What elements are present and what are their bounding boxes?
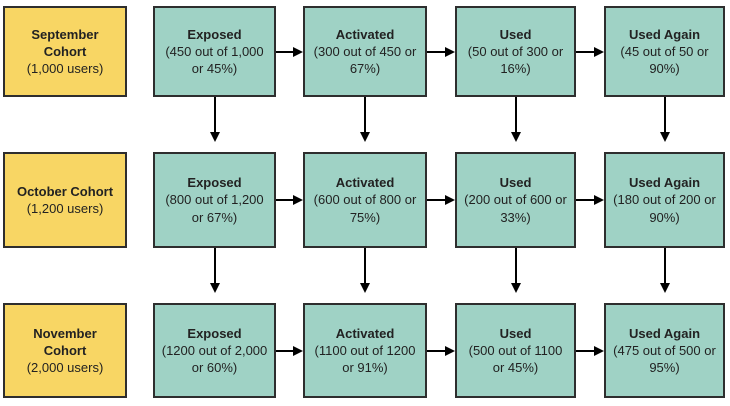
- stage-detail: (1200 out of 2,000 or 60%): [161, 342, 268, 376]
- cohort-title: November Cohort: [33, 325, 97, 358]
- stage-detail: (1100 out of 1200 or 91%): [314, 342, 416, 376]
- arrow-down-icon: [303, 97, 427, 152]
- stage-title: Activated: [335, 175, 395, 191]
- stage-box-activated: Activated (300 out of 450 or 67%): [303, 6, 427, 97]
- stage-box-exposed: Exposed (1200 out of 2,000 or 60%): [153, 303, 276, 398]
- stage-detail: (475 out of 500 or 95%): [613, 342, 716, 376]
- arrow-down-icon: [604, 97, 725, 152]
- cohort-funnel-diagram: September Cohort (1,000 users) Exposed (…: [3, 6, 725, 398]
- arrow-down-icon: [153, 248, 276, 303]
- arrow-right-icon: [576, 152, 604, 248]
- arrow-right-icon: [427, 6, 455, 97]
- cohort-subtitle: (1,200 users): [26, 201, 104, 216]
- stage-title: Used Again: [628, 325, 701, 341]
- stage-box-used: Used (500 out of 1100 or 45%): [455, 303, 576, 398]
- stage-box-used-again: Used Again (45 out of 50 or 90%): [604, 6, 725, 97]
- stage-box-activated: Activated (600 out of 800 or 75%): [303, 152, 427, 248]
- stage-title: Used: [499, 175, 532, 191]
- stage-title: Activated: [335, 325, 395, 341]
- arrow-right-icon: [276, 303, 303, 398]
- arrow-right-icon: [276, 152, 303, 248]
- stage-detail: (600 out of 800 or 75%): [313, 192, 417, 225]
- cohort-subtitle: (2,000 users): [26, 360, 104, 376]
- stage-title: Activated: [335, 26, 395, 42]
- stage-detail: (800 out of 1,200 or 67%): [165, 192, 264, 225]
- cohort-box-november: November Cohort (2,000 users): [3, 303, 127, 398]
- arrow-down-icon: [303, 248, 427, 303]
- arrow-right-icon: [576, 6, 604, 97]
- stage-box-exposed: Exposed (800 out of 1,200 or 67%): [153, 152, 276, 248]
- stage-detail: (300 out of 450 or 67%): [313, 43, 417, 77]
- cohort-box-october: October Cohort (1,200 users): [3, 152, 127, 248]
- cohort-title: October Cohort: [16, 183, 114, 199]
- arrow-down-icon: [455, 248, 576, 303]
- stage-box-used-again: Used Again (475 out of 500 or 95%): [604, 303, 725, 398]
- stage-detail: (45 out of 50 or 90%): [620, 43, 709, 77]
- stage-box-exposed: Exposed (450 out of 1,000 or 45%): [153, 6, 276, 97]
- arrow-down-icon: [455, 97, 576, 152]
- stage-title: Used Again: [628, 26, 701, 42]
- stage-detail: (200 out of 600 or 33%): [464, 192, 567, 225]
- stage-box-activated: Activated (1100 out of 1200 or 91%): [303, 303, 427, 398]
- cohort-title: September Cohort: [31, 26, 99, 59]
- stage-box-used: Used (200 out of 600 or 33%): [455, 152, 576, 248]
- stage-detail: (450 out of 1,000 or 45%): [165, 43, 264, 77]
- stage-detail: (180 out of 200 or 90%): [613, 192, 716, 225]
- arrow-down-icon: [153, 97, 276, 152]
- stage-title: Exposed: [187, 325, 242, 341]
- cohort-box-september: September Cohort (1,000 users): [3, 6, 127, 97]
- arrow-right-icon: [427, 152, 455, 248]
- stage-title: Exposed: [187, 175, 242, 191]
- arrow-right-icon: [427, 303, 455, 398]
- stage-box-used: Used (50 out of 300 or 16%): [455, 6, 576, 97]
- cohort-subtitle: (1,000 users): [26, 61, 104, 77]
- stage-title: Used Again: [628, 175, 701, 191]
- stage-detail: (50 out of 300 or 16%): [467, 43, 564, 77]
- stage-title: Exposed: [187, 26, 242, 42]
- arrow-down-icon: [604, 248, 725, 303]
- stage-box-used-again: Used Again (180 out of 200 or 90%): [604, 152, 725, 248]
- arrow-right-icon: [576, 303, 604, 398]
- stage-title: Used: [499, 26, 532, 42]
- arrow-right-icon: [276, 6, 303, 97]
- stage-title: Used: [499, 325, 532, 341]
- stage-detail: (500 out of 1100 or 45%): [468, 342, 563, 376]
